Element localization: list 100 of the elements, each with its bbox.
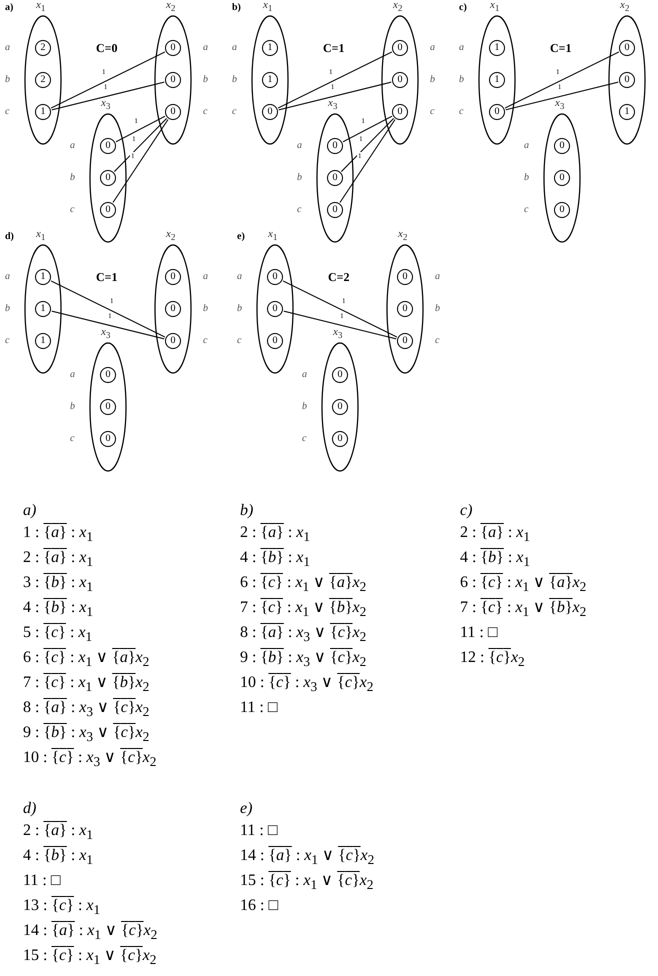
variable-label: x$_{3}$	[101, 97, 110, 112]
value-circle: 0	[332, 399, 348, 415]
value-letter: c	[302, 433, 306, 445]
clause-line: 13 : {c} : x$_{1}$	[23, 896, 100, 920]
clause-line: 6 : {c} : x$_{1}$ ∨ {a}x$_{2}$	[23, 648, 150, 672]
clause-line: 10 : {c} : x$_{3}$ ∨ {c}x$_{2}$	[240, 673, 374, 696]
cost-label: C=1	[96, 270, 118, 285]
value-circle: 0	[267, 333, 283, 349]
clause-line: 14 : {a} : x$_{1}$ ∨ {c}x$_{2}$	[240, 846, 374, 870]
value-letter: a	[237, 271, 242, 283]
variable-label: x$_{1}$	[490, 0, 500, 14]
clause-line: 2 : {a} : x$_{1}$	[460, 523, 530, 546]
value-circle: 0	[100, 399, 116, 415]
value-letter: c	[70, 433, 74, 445]
value-circle: 0	[327, 170, 343, 186]
value-letter: c	[5, 106, 10, 118]
value-circle: 0	[267, 301, 283, 317]
clause-line: 2 : {a} : x$_{1}$	[23, 821, 94, 844]
value-letter: c	[203, 335, 208, 347]
value-letter: c	[524, 204, 528, 216]
variable-label: x$_{2}$	[166, 228, 176, 244]
value-letter: b	[302, 401, 307, 413]
value-letter: a	[459, 42, 464, 54]
value-letter: b	[70, 172, 75, 184]
link-line	[278, 51, 392, 109]
value-letter: c	[232, 106, 236, 118]
link-line	[283, 310, 397, 340]
variable-label: x$_{1}$	[36, 0, 46, 14]
value-circle: 0	[392, 72, 408, 88]
value-letter: a	[302, 369, 307, 381]
value-circle: 0	[327, 202, 343, 218]
value-letter: b	[70, 401, 75, 413]
link-line	[340, 118, 394, 172]
value-letter: a	[5, 42, 10, 54]
variable-label: x$_{1}$	[36, 228, 46, 244]
clause-line: 8 : {a} : x$_{3}$ ∨ {c}x$_{2}$	[240, 623, 366, 646]
clause-line: 4 : {b} : x$_{1}$	[240, 548, 310, 572]
panel-letter: d)	[5, 231, 14, 242]
clause-line: 6 : {c} : x$_{1}$ ∨ {a}x$_{2}$	[460, 573, 586, 596]
clause-line: 1 : {a} : x$_{1}$	[23, 523, 94, 546]
link-line	[339, 119, 396, 203]
variable-label: x$_{2}$	[166, 0, 176, 14]
value-letter: a	[435, 271, 440, 283]
value-circle: 0	[267, 269, 283, 285]
value-circle: 1	[489, 40, 505, 56]
list-heading: a)	[23, 501, 36, 521]
value-letter: c	[237, 335, 242, 347]
link-line	[282, 280, 398, 338]
clause-line: 3 : {b} : x$_{1}$	[23, 573, 94, 596]
clause-line: 4 : {b} : x$_{1}$	[23, 846, 94, 870]
link-line	[50, 51, 166, 109]
variable-label: x$_{2}$	[620, 0, 630, 14]
clause-line: 15 : {c} : x$_{1}$ ∨ {c}x$_{2}$	[240, 871, 374, 894]
clause-line: 14 : {a} : x$_{1}$ ∨ {c}x$_{2}$	[23, 921, 158, 944]
value-circle: 1	[262, 40, 278, 56]
link-line	[505, 82, 619, 110]
link-line	[112, 119, 169, 203]
clause-line: 9 : {b} : x$_{3}$ ∨ {c}x$_{2}$	[23, 723, 150, 746]
value-letter: a	[70, 369, 75, 381]
value-circle: 0	[100, 367, 116, 383]
panel-letter: c)	[459, 2, 467, 13]
variable-label: x$_{2}$	[393, 0, 402, 14]
value-circle: 1	[489, 72, 505, 88]
clause-line: 4 : {b} : x$_{1}$	[460, 548, 530, 572]
value-circle: 0	[262, 104, 278, 120]
value-letter: a	[203, 271, 208, 283]
variable-label: x$_{3}$	[328, 97, 338, 112]
value-circle: 0	[397, 269, 413, 285]
value-circle: 0	[165, 40, 181, 56]
link-line	[504, 51, 620, 109]
panel-letter: e)	[237, 231, 245, 242]
value-letter: a	[5, 271, 10, 283]
link-line	[50, 280, 166, 338]
variable-label: x$_{3}$	[555, 97, 564, 112]
value-circle: 0	[392, 40, 408, 56]
value-circle: 0	[100, 431, 116, 447]
value-letter: b	[232, 74, 237, 86]
clause-line: 5 : {c} : x$_{1}$	[23, 623, 92, 646]
value-letter: a	[524, 140, 529, 152]
clause-line: 11 : □	[240, 821, 278, 841]
value-letter: a	[232, 42, 237, 54]
value-letter: b	[5, 303, 10, 315]
cost-label: C=1	[550, 41, 572, 56]
value-circle: 1	[35, 301, 51, 317]
value-circle: 0	[619, 72, 635, 88]
value-circle: 1	[35, 333, 51, 349]
clause-line: 8 : {a} : x$_{3}$ ∨ {c}x$_{2}$	[23, 698, 150, 722]
value-letter: c	[5, 335, 10, 347]
value-letter: c	[297, 204, 302, 216]
cost-label: C=0	[96, 41, 118, 56]
clause-line: 2 : {a} : x$_{1}$	[240, 523, 310, 546]
clause-line: 7 : {c} : x$_{1}$ ∨ {b}x$_{2}$	[240, 598, 366, 622]
variable-label: x$_{3}$	[333, 326, 342, 342]
value-circle: 0	[165, 104, 181, 120]
value-letter: b	[203, 74, 208, 86]
value-letter: a	[70, 140, 75, 152]
value-circle: 2	[35, 40, 51, 56]
clause-line: 2 : {a} : x$_{1}$	[23, 548, 94, 572]
value-circle: 0	[554, 138, 570, 154]
value-letter: c	[203, 106, 208, 118]
